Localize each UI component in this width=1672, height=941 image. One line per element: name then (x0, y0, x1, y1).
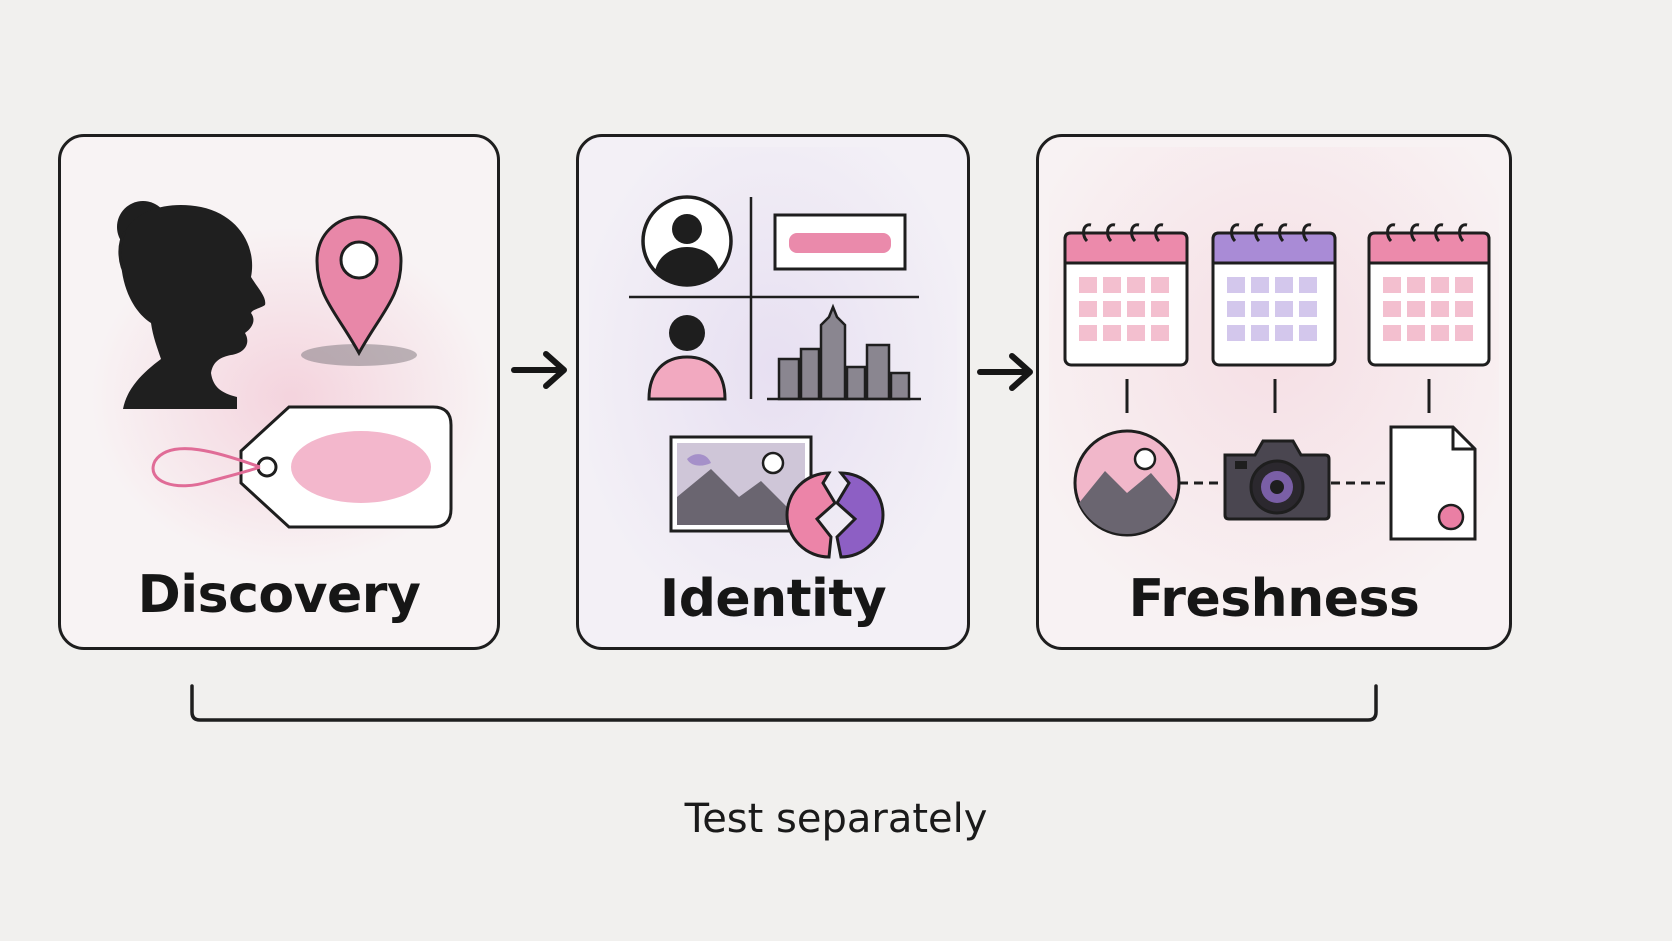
name-field-icon (773, 213, 907, 271)
calendar-icon (1367, 223, 1491, 367)
profile-avatar-icon (641, 195, 733, 287)
location-pin-icon (301, 215, 417, 366)
arrow-right-icon (511, 351, 567, 389)
calendar-icon (1211, 223, 1337, 367)
document-icon (1389, 425, 1477, 541)
caption: Test separately (684, 796, 988, 842)
image-icon (669, 435, 813, 533)
person-silhouette-icon (117, 201, 266, 409)
panel-title: Identity (659, 569, 887, 629)
panel-title: Freshness (1128, 569, 1420, 629)
calendar-icon (1063, 223, 1189, 367)
freshness-illustration (1049, 147, 1499, 637)
discovery-illustration (91, 201, 491, 567)
arrow-right-icon (977, 353, 1033, 391)
freshness-panel: Freshness (1036, 134, 1512, 650)
identity-illustration (589, 147, 957, 637)
discovery-panel: Discovery (58, 134, 500, 650)
person-icon (647, 315, 727, 401)
camera-icon (1223, 439, 1331, 521)
panel-title: Discovery (137, 565, 421, 625)
bracket-line (190, 684, 1378, 722)
broken-link-icon (785, 471, 885, 559)
tag-icon (151, 405, 453, 529)
identity-panel: Identity (576, 134, 970, 650)
photo-icon (1073, 429, 1181, 537)
city-skyline-icon (767, 303, 921, 401)
